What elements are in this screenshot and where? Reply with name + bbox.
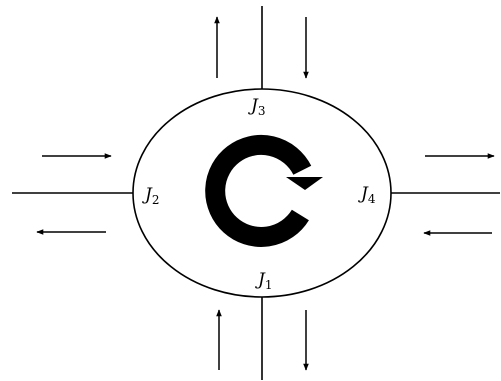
junction-label-j4: J4 <box>358 184 376 206</box>
junction-label-j1: J1 <box>255 270 272 292</box>
roundabout-ellipse <box>132 88 392 298</box>
circular-arrow-icon <box>205 134 323 247</box>
junction-label-j2: J2 <box>142 185 159 207</box>
junction-label-j3: J3 <box>248 96 265 118</box>
